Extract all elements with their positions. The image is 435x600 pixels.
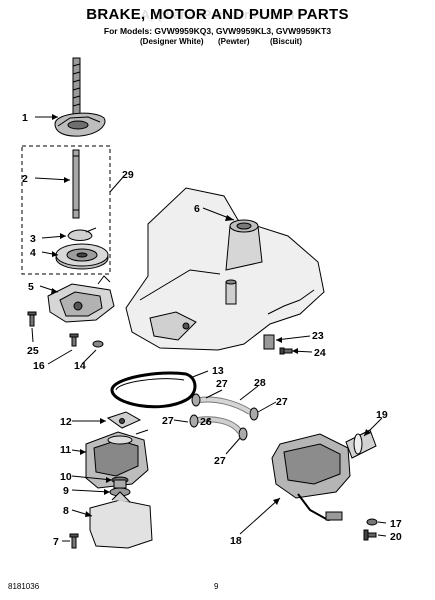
callout-14: 14 (74, 360, 86, 372)
callout-8: 8 (63, 505, 69, 517)
callout-28: 28 (254, 377, 266, 389)
models-line: For Models: GVW9959KQ3, GVW9959KL3, GVW9… (103, 26, 332, 36)
part-6-base (125, 187, 325, 351)
callout-25: 25 (27, 345, 39, 357)
callout-5: 5 (28, 281, 34, 293)
part-3-clip (67, 227, 97, 241)
variant-label-designer-white: (Designer White) (140, 37, 204, 46)
part-23-clip (263, 334, 275, 350)
variant-label-pewter: (Pewter) (218, 37, 250, 46)
part-27-clamps (189, 393, 259, 441)
callout-3: 3 (30, 233, 36, 245)
callout-19: 19 (376, 409, 388, 421)
watermark: AppliancePartsPros.com (140, 7, 295, 22)
callout-9: 9 (63, 485, 69, 497)
part-16-screw (69, 333, 79, 347)
part-20-screw (363, 529, 377, 541)
callout-27-right: 27 (276, 396, 288, 408)
leader-arrowheads (51, 114, 371, 517)
callout-20: 20 (390, 531, 402, 543)
part-17-nut (366, 518, 378, 526)
callout-2: 2 (22, 173, 28, 185)
part-14-washer (92, 340, 104, 348)
part-24-screw (279, 347, 293, 355)
callout-12: 12 (60, 416, 72, 428)
part-19-cylinder (345, 429, 377, 459)
document-number: 8181036 (8, 582, 40, 591)
part-2-shaft (72, 149, 80, 219)
callout-27-top: 27 (216, 378, 228, 390)
part-8-bracket (89, 491, 153, 549)
callout-29: 29 (122, 169, 134, 181)
part-18-pump (271, 433, 351, 522)
callout-27-bottom: 27 (214, 455, 226, 467)
callout-17: 17 (390, 518, 402, 530)
part-26-hose (197, 416, 243, 434)
part-12-coupler (106, 411, 149, 435)
callout-24: 24 (314, 347, 326, 359)
callout-23: 23 (312, 330, 324, 342)
variant-label-biscuit: (Biscuit) (270, 37, 302, 46)
page-number: 9 (214, 582, 219, 591)
callout-16: 16 (33, 360, 45, 372)
callout-labels: 1 2 29 3 4 5 6 25 16 14 13 23 24 27 28 2… (22, 112, 402, 548)
callout-4: 4 (30, 247, 36, 259)
part-4-pulley (55, 243, 109, 270)
callout-11: 11 (60, 444, 71, 456)
diagram-title: BRAKE, MOTOR AND PUMP PARTS (86, 6, 349, 23)
callout-26: 26 (200, 416, 212, 428)
part-28-hose (199, 396, 252, 415)
part-11-motor (85, 431, 149, 489)
callout-13: 13 (212, 365, 224, 377)
callout-10: 10 (60, 471, 72, 483)
part-7-screw (69, 533, 79, 549)
callout-18: 18 (230, 535, 242, 547)
part-25-screw (27, 311, 37, 327)
callout-7: 7 (53, 536, 59, 548)
callout-6: 6 (194, 203, 200, 215)
leader-lines (31, 116, 387, 542)
part-13-belt (110, 371, 197, 409)
subassembly-box-29 (21, 145, 111, 275)
part-5-bracket (47, 275, 115, 323)
callout-1: 1 (22, 112, 28, 124)
part-1-brake-shaft (54, 57, 106, 137)
callout-27-left: 27 (162, 415, 174, 427)
part-10-pulley (111, 476, 129, 489)
